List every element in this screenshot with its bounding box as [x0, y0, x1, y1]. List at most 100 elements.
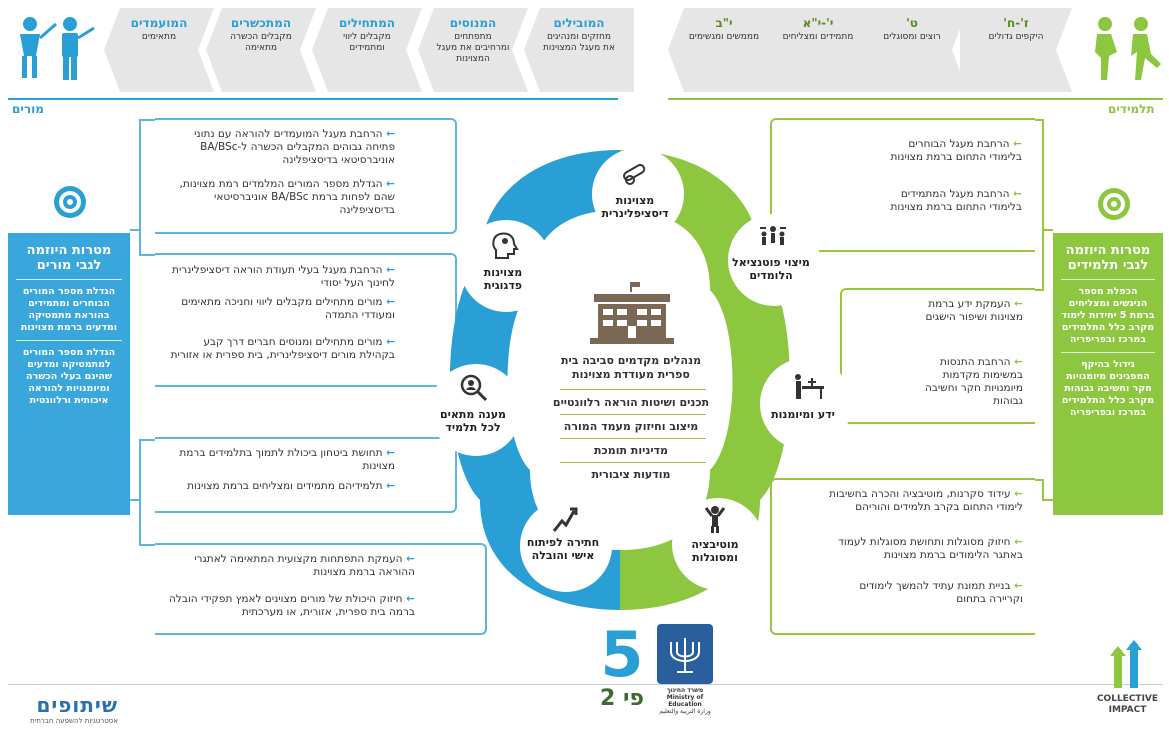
arrow-left-icon: ← — [402, 593, 415, 605]
right-box-3-item-2: ← חיזוק מסוגלות ותחושת מסוגלות לעמוד באת… — [825, 536, 1023, 562]
petal-circle-7 — [672, 498, 764, 590]
students-step-title-2: י'-י"א — [802, 16, 834, 30]
left-box-1-item-2: ← הגדלת מספר המורים המלמדים רמת מצוינות,… — [165, 178, 395, 217]
left-box-2-item-1: ← הרחבת מעגל בעלי תעודת הוראה דיסציפלינר… — [165, 264, 395, 290]
arrow-left-icon: ← — [1009, 188, 1022, 200]
left-box-3 — [155, 437, 457, 513]
center-item-4: מדיניות תומכת — [593, 444, 668, 457]
ministry-name-he: משרד החינוך — [666, 687, 704, 694]
teachers-divider — [8, 98, 618, 100]
teachers-step-title-2: המנוסים — [449, 16, 497, 30]
teachers-step-desc-5: מתאימים — [141, 32, 177, 42]
five-logo-sub: פי 2 — [600, 686, 644, 711]
students-step-desc-4: היקפים גדולים — [988, 32, 1044, 42]
teachers-step-desc-2: מתפתחים ומרחיבים את מעגל המצוינות — [436, 32, 510, 64]
right-box-1-item-1: ← הרחבת מעגל הבוחרים בלימודי התחום ברמת … — [880, 138, 1023, 164]
left-box-4-text-2: חיזוק היכולת של מורים מצוינים לאמץ תפקיד… — [169, 593, 415, 618]
left-box-4 — [155, 543, 487, 635]
right-box-2-text-1: העמקת ידע ברמת מצוינות ושיפור הישגים — [925, 298, 1024, 323]
center-item-5: מודעות ציבורית — [591, 468, 671, 481]
right-box-1-text-1: הרחבת מעגל הבוחרים בלימודי התחום ברמת מצ… — [890, 138, 1023, 163]
head-gears-icon — [490, 230, 520, 260]
center-divider-1 — [560, 389, 706, 390]
arrow-left-icon: ← — [402, 553, 415, 565]
students-chevron-shape-3 — [856, 8, 968, 92]
five-logo-number: 5 — [600, 618, 644, 691]
arrow-left-icon: ← — [1010, 580, 1023, 592]
students-goal-1: הכפלת מספר הניגשים ומצליחים ברמת 5 יחידו… — [1061, 286, 1155, 345]
students-divider — [668, 98, 1163, 100]
left-box-1-text-2: הגדלת מספר המורים המלמדים רמת מצוינות, ש… — [179, 178, 395, 216]
target-icon-teachers — [52, 184, 88, 220]
teachers-step-5: המועמדים מתאימים — [104, 8, 214, 92]
ministry-name-en: Ministry of Education — [666, 694, 704, 708]
petal-label-5: מיצוי פוטנציאל הלומדים — [732, 256, 810, 282]
students-icon — [1085, 14, 1165, 84]
teachers-step-desc-3: מקבלים ליווי ומתמידים — [343, 32, 391, 53]
students-step-4: ז'-ח'היקפים גדולים — [960, 8, 1072, 92]
petal-label-7: מוטיבציה ומסוגלות — [691, 538, 739, 564]
students-step-title-3: ט' — [906, 16, 918, 30]
arrow-left-icon: ← — [1010, 488, 1023, 500]
lab-desk-icon — [792, 372, 826, 400]
right-box-2-item-2: ← הרחבת התנסות במשימות מקדמות מיומנויות … — [905, 356, 1023, 408]
left-box-3-item-2: ← תלמידיהם מתמידים ומצליחים ברמת מצוינות — [165, 480, 395, 493]
students-step-desc-2: מתמידים ומצליחים — [782, 32, 854, 42]
teachers-goal-1: הגדלת מספר המורים הבוחרים ומתמידים בהורא… — [20, 286, 118, 333]
left-box-1 — [155, 118, 457, 234]
person-search-icon — [458, 372, 488, 402]
arrow-left-icon: ← — [1010, 298, 1023, 310]
menorah-emblem-icon — [657, 624, 713, 684]
students-chevron-shape-4 — [960, 8, 1072, 92]
target-icon-students — [1096, 186, 1132, 222]
right-box-1 — [770, 118, 1035, 252]
teachers-step-title-5: המועמדים — [130, 16, 188, 30]
climbing-arrow-icon — [548, 505, 578, 535]
teachers-step-title-1: המובילים — [553, 16, 605, 30]
motivated-person-icon — [700, 504, 730, 534]
right-box-1-item-2: ← הרחבת מעגל המתמידים בלימודי התחום ברמת… — [880, 188, 1023, 214]
right-box-3-item-1: ← עידוד סקרנות, מוטיבציה והכרה בחשיבות ל… — [825, 488, 1023, 514]
left-box-1-text-1: הרחבת מעגל המועמדים להוראה עם נתוני פתיח… — [194, 128, 395, 166]
footer-divider — [8, 684, 1163, 685]
left-box-2-text-2: מורים מתחילים מקבלים ליווי וחניכה מתאימי… — [181, 296, 395, 321]
teachers-goals-panel: מטרות היוזמה לגבי מורים הגדלת מספר המורי… — [8, 233, 130, 515]
petal-label-4: חתירה לפיתוח אישי והובלה — [526, 536, 600, 562]
arrow-left-icon: ← — [1009, 138, 1022, 150]
arrow-left-icon: ← — [1010, 536, 1023, 548]
students-goals-title: מטרות היוזמה לגבי תלמידים — [1065, 243, 1151, 273]
left-box-2-item-3: ← מורים מתחילים ומנוסים חברים דרך קבע בק… — [165, 336, 395, 362]
center-divider-2 — [560, 414, 706, 415]
center-item-2: תכנים ושיטות הוראה רלוונטיים — [552, 396, 710, 409]
students-step-2: י'-י"א מתמידים ומצליחים — [762, 8, 874, 92]
school-building-icon — [590, 282, 674, 344]
teachers-goal-2: הגדלת מספר המורים למתמטיקה ומדעים שהינם … — [22, 347, 116, 406]
ministry-name-ar: وزارة التربية والتعليم — [659, 708, 711, 715]
teachers-icon — [8, 14, 98, 84]
right-box-3 — [770, 478, 1035, 635]
center-divider-4 — [560, 462, 706, 463]
students-step-title-1: י"ב — [715, 16, 733, 30]
teachers-step-2: המנוסים מתפתחים ומרחיבים את מעגל המצוינות — [418, 8, 528, 92]
teachers-chevron-shape-1 — [524, 8, 634, 92]
teachers-chevron-shape-5 — [104, 8, 214, 92]
left-box-3-text-1: תחושת ביטחון ביכולת לתמוך בתלמידים ברמת … — [179, 447, 395, 472]
left-box-4-item-1: ← העמקת התפתחות מקצועית המתאימה לאתגרי ה… — [165, 553, 415, 579]
arrow-left-icon: ← — [382, 128, 395, 140]
arrow-left-icon: ← — [382, 296, 395, 308]
right-box-2 — [840, 288, 1035, 424]
shitufim-logo-name: שיתופים — [36, 693, 118, 717]
teachers-goals-title: מטרות היוזמה לגבי מורים — [26, 243, 112, 273]
teachers-label: מורים — [12, 102, 44, 116]
shitufim-logo: שיתופים אסטרטגיות להשפעה חברתית — [8, 693, 118, 733]
right-box-2-item-1: ← העמקת ידע ברמת מצוינות ושיפור הישגים — [905, 298, 1024, 324]
right-box-3-text-3: בניית תמונת עתיד להמשך לימודים וקריירה ב… — [859, 580, 1023, 605]
arrow-left-icon: ← — [382, 480, 395, 492]
left-box-4-item-2: ← חיזוק היכולת של מורים מצוינים לאמץ תפק… — [165, 593, 415, 619]
petal-circle-6 — [760, 358, 852, 450]
students-goal-2: גידול בהיקף המפגינים מיומנויות חקר וחשיב… — [1061, 359, 1155, 418]
